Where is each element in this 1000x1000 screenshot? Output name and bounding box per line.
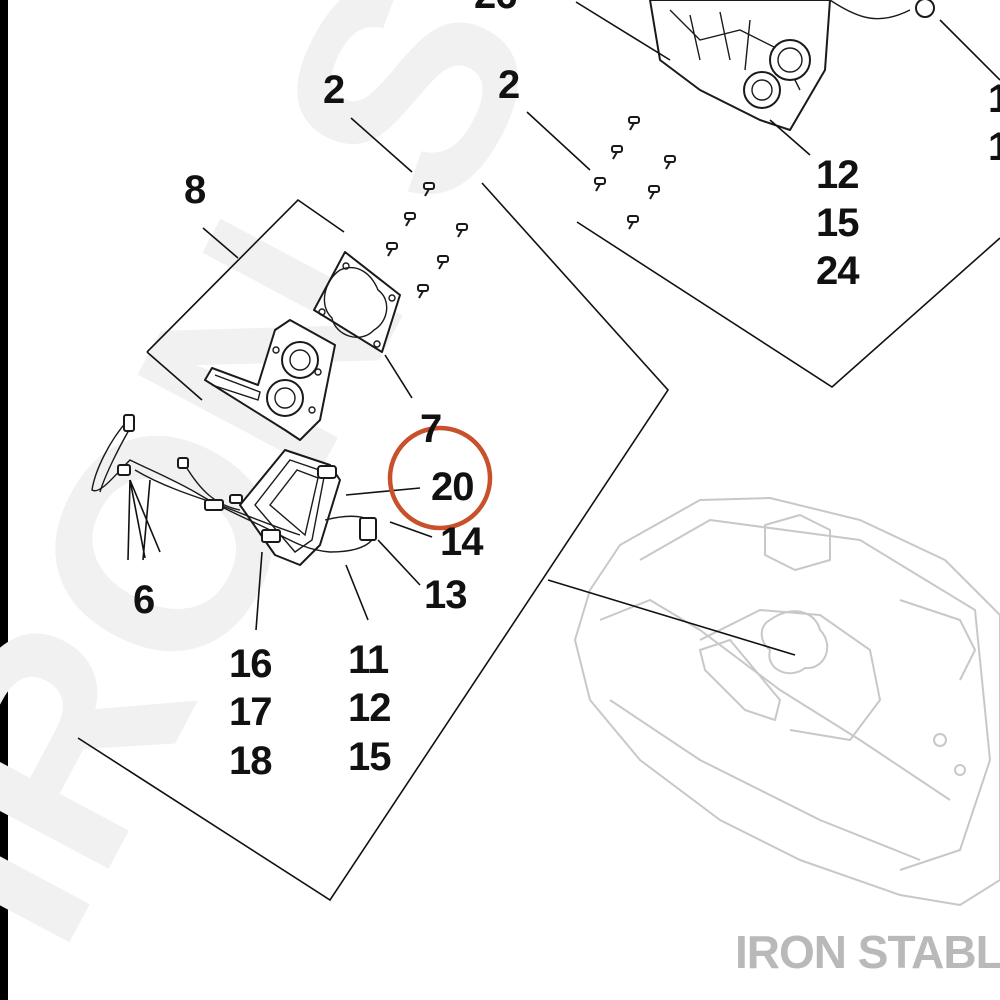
- trunk-ghost-outline: [574, 497, 1000, 906]
- callout-15-lower: 15: [348, 735, 391, 779]
- callout-8: 8: [184, 168, 206, 212]
- callout-24: 24: [816, 249, 860, 293]
- leader-lines: [127, 1, 1000, 656]
- callout-labels: 26 2 2 8 7 20 14 13 6 16 17 18 11 12 15 …: [133, 0, 1000, 783]
- callout-17: 17: [229, 690, 272, 734]
- screw-set-right: [594, 116, 676, 230]
- callout-1-lower: 1: [988, 125, 1000, 169]
- left-edge-bar: [0, 0, 8, 1000]
- callout-6: 6: [133, 578, 154, 622]
- top-right-assembly: [649, 0, 935, 131]
- highlight-circle-20: [387, 425, 493, 531]
- callout-7: 7: [420, 407, 441, 451]
- callout-12-upper: 12: [816, 153, 859, 197]
- bracket-plate-part: [204, 319, 336, 441]
- callout-11: 11: [348, 638, 389, 682]
- assembly-frame-lines: [77, 182, 1000, 902]
- callout-14: 14: [440, 520, 484, 564]
- callout-12-lower: 12: [348, 686, 391, 730]
- callout-16: 16: [229, 642, 272, 686]
- callout-20: 20: [431, 465, 474, 509]
- callout-26: 26: [474, 0, 517, 17]
- screw-set-left: [386, 182, 468, 299]
- callout-13: 13: [424, 573, 467, 617]
- callout-15-upper: 15: [816, 201, 859, 245]
- wiring-harness-part: [91, 414, 377, 553]
- callout-1-upper: 1: [988, 77, 1000, 121]
- callout-18: 18: [229, 739, 272, 783]
- callout-2-left: 2: [323, 68, 344, 112]
- callout-2-right: 2: [498, 63, 519, 107]
- gasket-part: [313, 251, 401, 353]
- brand-logo-text: IRON STABLE: [735, 926, 1000, 978]
